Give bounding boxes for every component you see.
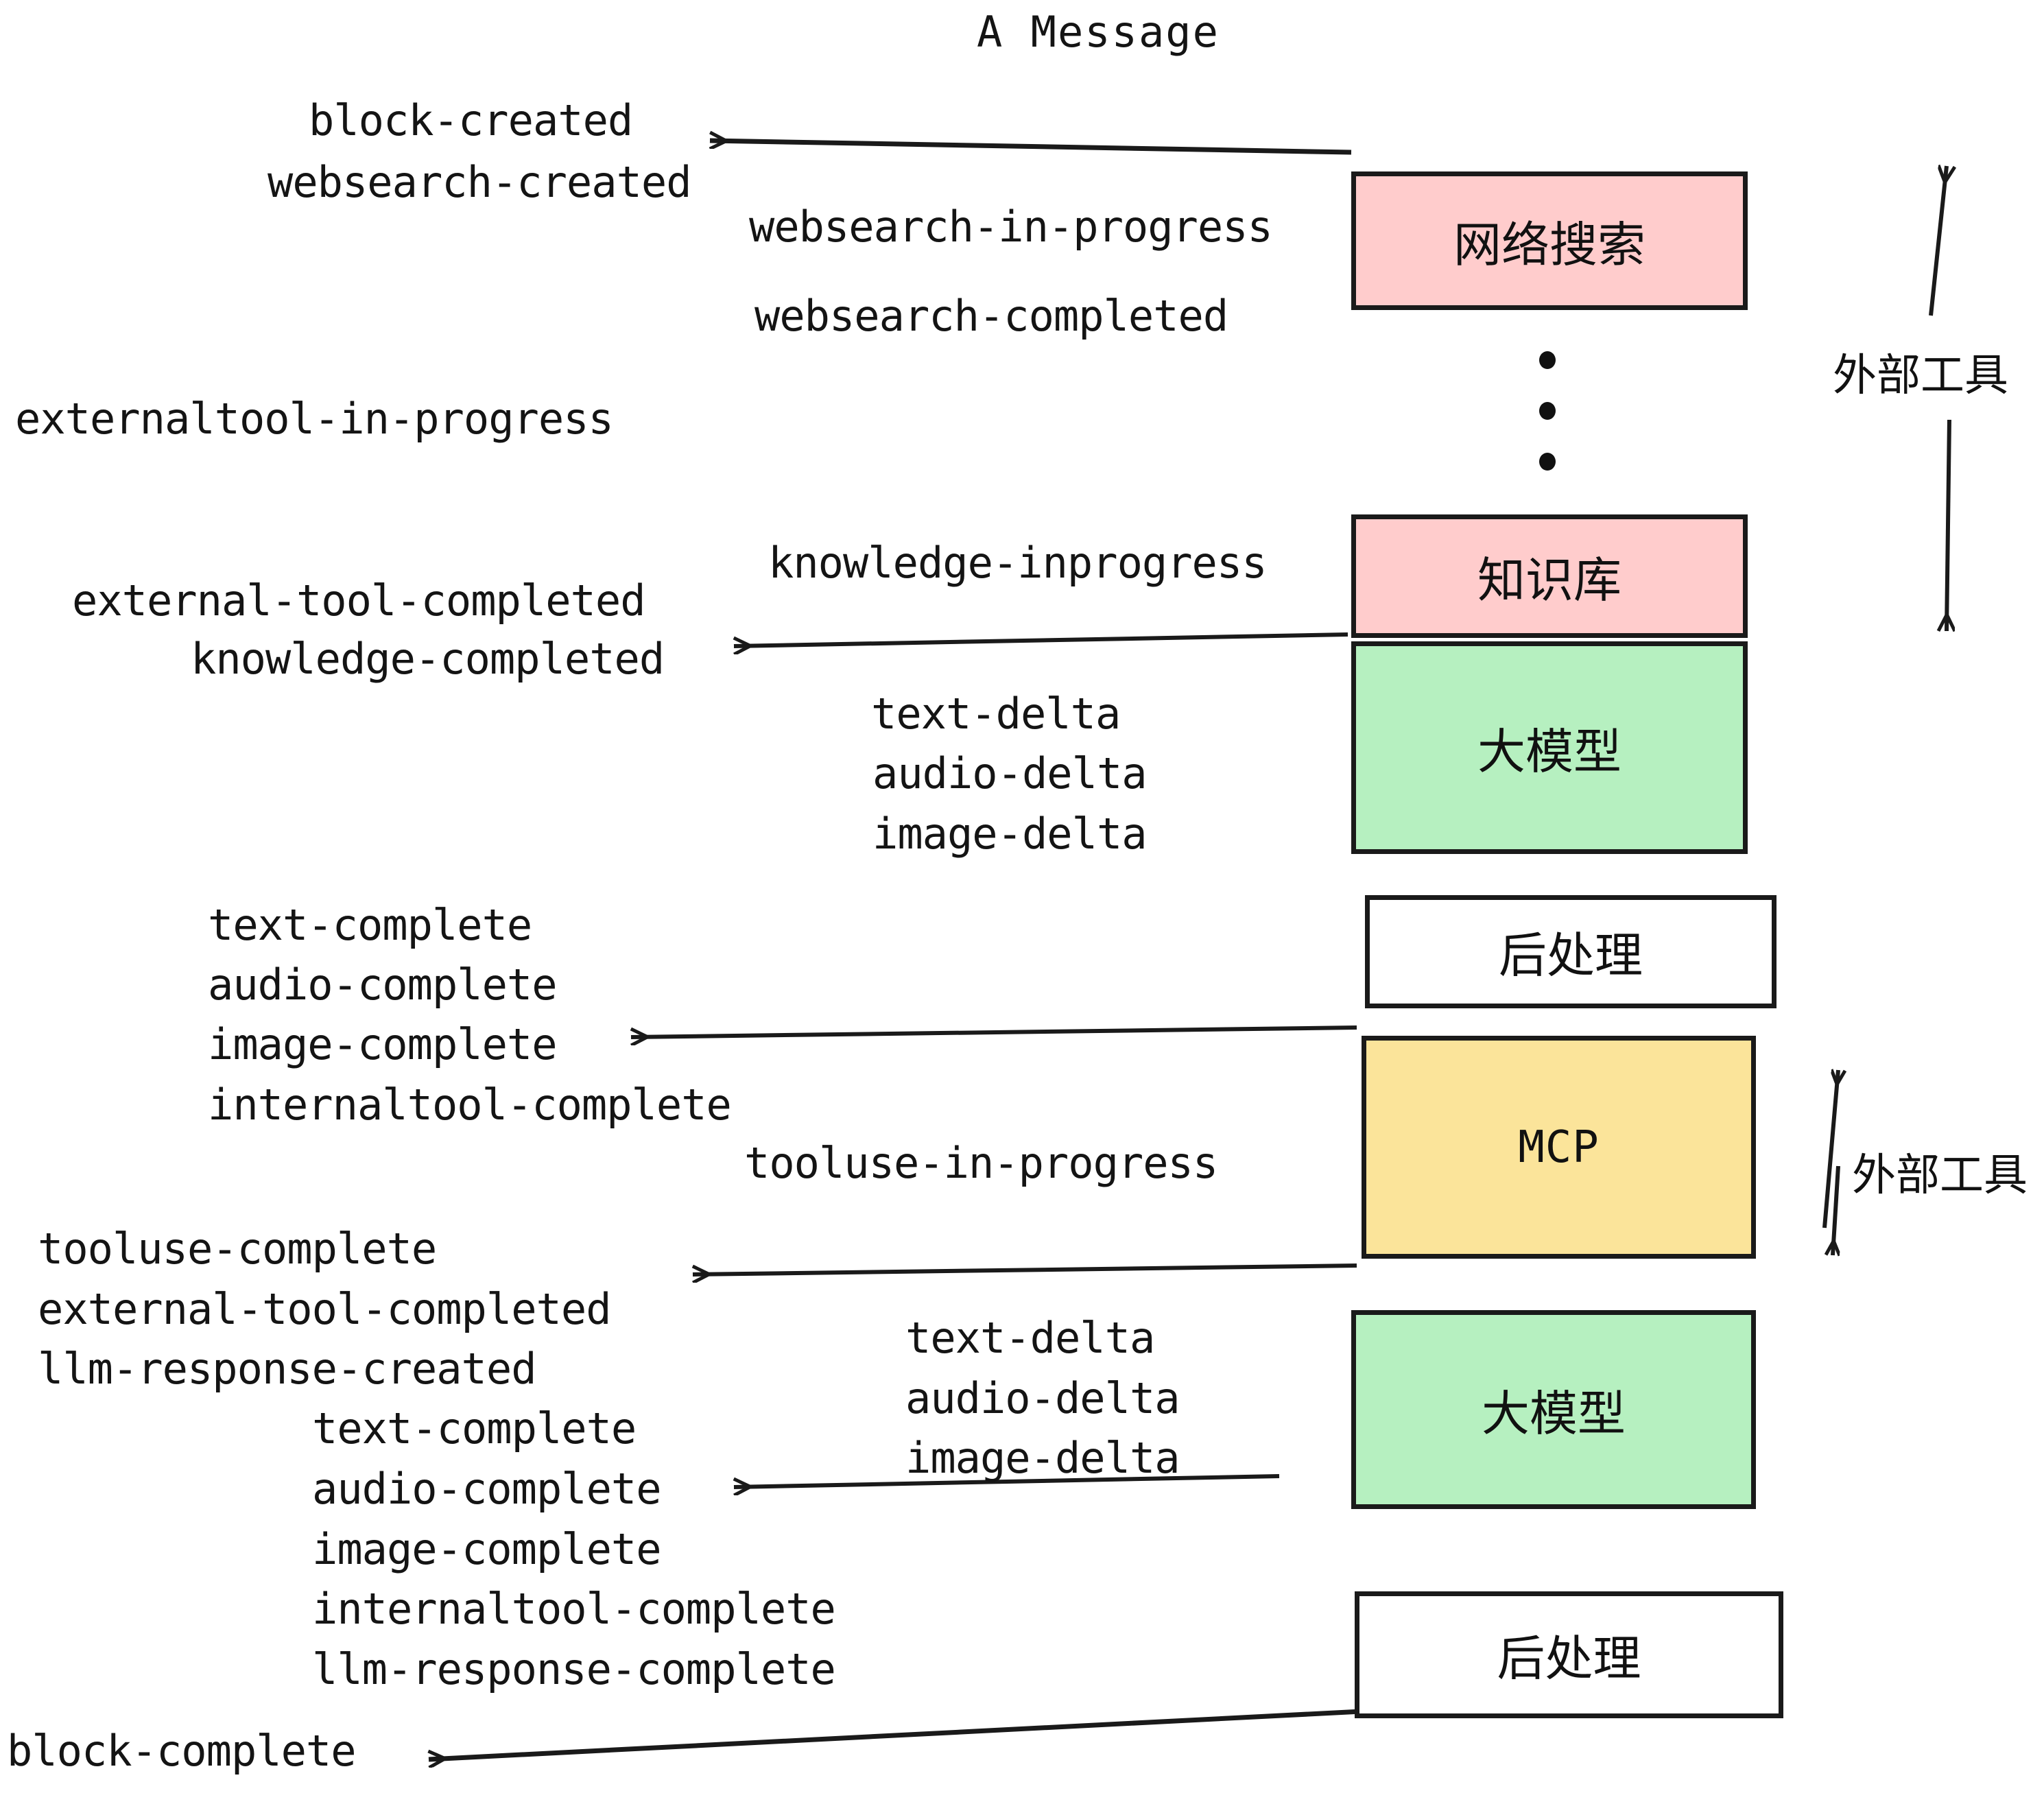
node-mcp-label: MCP	[1518, 1121, 1600, 1173]
node-websearch-label: 网络搜索	[1453, 216, 1645, 273]
node-postprocess-top[interactable]: 后处理	[1365, 895, 1776, 1008]
event-block-complete: block-complete	[7, 1726, 357, 1776]
node-llm-bottom[interactable]: 大模型	[1351, 1310, 1756, 1509]
event-tooluse-complete: tooluse-complete	[38, 1224, 437, 1274]
event-text-complete-1: text-complete	[208, 900, 532, 950]
event-audio-complete-1: audio-complete	[208, 960, 558, 1010]
node-knowledge[interactable]: 知识库	[1351, 514, 1748, 638]
diagram-title: A Message	[977, 7, 1220, 57]
event-text-complete-2: text-complete	[312, 1403, 637, 1453]
node-llm-top[interactable]: 大模型	[1351, 641, 1748, 854]
event-block-created: block-created	[309, 95, 633, 145]
node-postprocess-bottom-label: 后处理	[1497, 1630, 1641, 1687]
node-mcp[interactable]: MCP	[1362, 1036, 1756, 1259]
event-llm-response-created: llm-response-created	[38, 1344, 537, 1394]
arrow-external-tools-lower-down	[1833, 1165, 1838, 1255]
arrow-postprocess-top-to-events	[631, 1025, 1357, 1037]
arrow-mcp-to-events	[693, 1263, 1357, 1274]
event-knowledge-inprogress: knowledge-inprogress	[768, 538, 1268, 588]
node-websearch[interactable]: 网络搜索	[1351, 171, 1748, 310]
event-image-delta-1: image-delta	[872, 809, 1148, 859]
event-websearch-in-progress: websearch-in-progress	[749, 202, 1273, 252]
event-tooluse-in-progress: tooluse-in-progress	[744, 1138, 1218, 1188]
side-label-external-tools-upper: 外部工具	[1833, 351, 2008, 401]
event-text-delta-1: text-delta	[871, 689, 1121, 739]
event-audio-delta-1: audio-delta	[872, 748, 1148, 798]
arrow-external-tools-upper-down	[1947, 419, 1949, 631]
arrow-knowledge-to-events	[734, 632, 1348, 646]
event-audio-complete-2: audio-complete	[312, 1464, 662, 1514]
event-knowledge-completed: knowledge-completed	[191, 634, 665, 684]
event-llm-response-complete: llm-response-complete	[312, 1644, 836, 1694]
event-internaltool-complete-2: internaltool-complete	[312, 1584, 836, 1634]
event-image-delta-2: image-delta	[905, 1433, 1180, 1483]
node-postprocess-bottom[interactable]: 后处理	[1355, 1591, 1783, 1718]
event-audio-delta-2: audio-delta	[905, 1373, 1180, 1423]
node-llm-top-label: 大模型	[1477, 723, 1621, 780]
event-image-complete-1: image-complete	[208, 1019, 558, 1069]
ellipsis-dot-2	[1539, 402, 1556, 420]
event-image-complete-2: image-complete	[312, 1524, 662, 1574]
arrow-postprocess-bottom-to-events	[429, 1709, 1362, 1759]
event-externaltool-in-progress: externaltool-in-progress	[15, 394, 614, 444]
node-postprocess-top-label: 后处理	[1499, 927, 1643, 984]
side-label-external-tools-lower: 外部工具	[1852, 1150, 2028, 1201]
event-text-delta-2: text-delta	[905, 1313, 1155, 1363]
node-knowledge-label: 知识库	[1477, 551, 1621, 608]
ellipsis-dot-1	[1539, 351, 1556, 369]
event-websearch-created: websearch-created	[268, 157, 692, 207]
event-external-tool-completed-1: external-tool-completed	[72, 575, 646, 626]
event-internaltool-complete-1: internaltool-complete	[208, 1080, 732, 1130]
node-llm-bottom-label: 大模型	[1482, 1385, 1626, 1442]
event-websearch-completed: websearch-completed	[754, 291, 1228, 341]
ellipsis-dot-3	[1539, 453, 1556, 471]
event-external-tool-completed-2: external-tool-completed	[38, 1284, 612, 1334]
arrow-external-tools-lower-up	[1822, 1070, 1838, 1229]
arrow-websearch-to-events	[710, 141, 1352, 155]
arrow-external-tools-upper-up	[1929, 166, 1947, 316]
